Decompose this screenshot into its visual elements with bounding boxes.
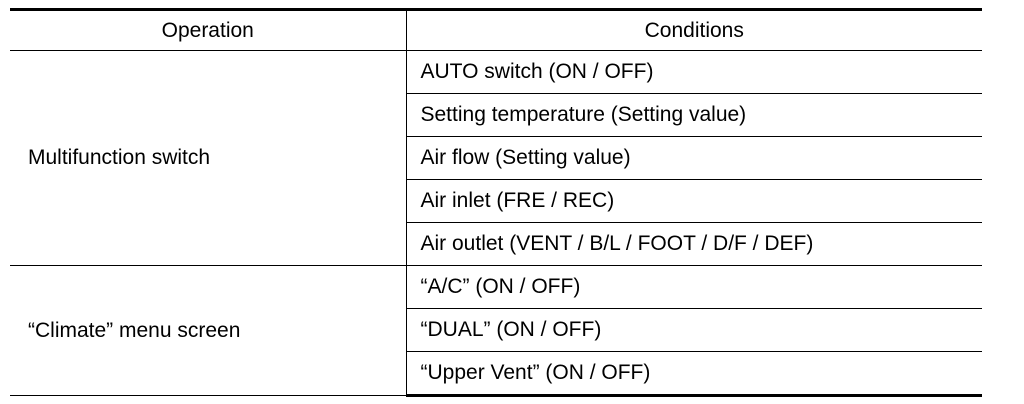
header-operation: Operation [10, 8, 407, 51]
operation-conditions-table: Operation Conditions Multifunction switc… [10, 8, 982, 397]
table-row: Air flow (Setting value) [10, 136, 982, 180]
table-row: “DUAL” (ON / OFF) [10, 308, 982, 352]
header-conditions: Conditions [406, 8, 982, 51]
operation-multifunction-switch: Multifunction switch [10, 50, 407, 266]
condition-cell: AUTO switch (ON / OFF) [406, 50, 982, 94]
condition-cell: Air inlet (FRE / REC) [406, 179, 982, 223]
condition-cell: “DUAL” (ON / OFF) [406, 308, 982, 352]
condition-cell: “Upper Vent” (ON / OFF) [406, 351, 982, 397]
operation-climate-menu-screen: “Climate” menu screen [10, 265, 407, 396]
table-row: Multifunction switch AUTO switch (ON / O… [10, 50, 982, 266]
table-row: “Climate” menu screen “A/C” (ON / OFF) [10, 265, 982, 396]
header-row: Operation Conditions [10, 8, 982, 51]
condition-cell: “A/C” (ON / OFF) [406, 265, 982, 309]
table-row: Air outlet (VENT / B/L / FOOT / D/F / DE… [10, 222, 982, 266]
condition-cell: Air flow (Setting value) [406, 136, 982, 180]
condition-cell: Air outlet (VENT / B/L / FOOT / D/F / DE… [406, 222, 982, 266]
condition-cell: Setting temperature (Setting value) [406, 93, 982, 137]
table-row: “Upper Vent” (ON / OFF) [10, 351, 982, 397]
table-row: Air inlet (FRE / REC) [10, 179, 982, 223]
table-row: Setting temperature (Setting value) [10, 93, 982, 137]
